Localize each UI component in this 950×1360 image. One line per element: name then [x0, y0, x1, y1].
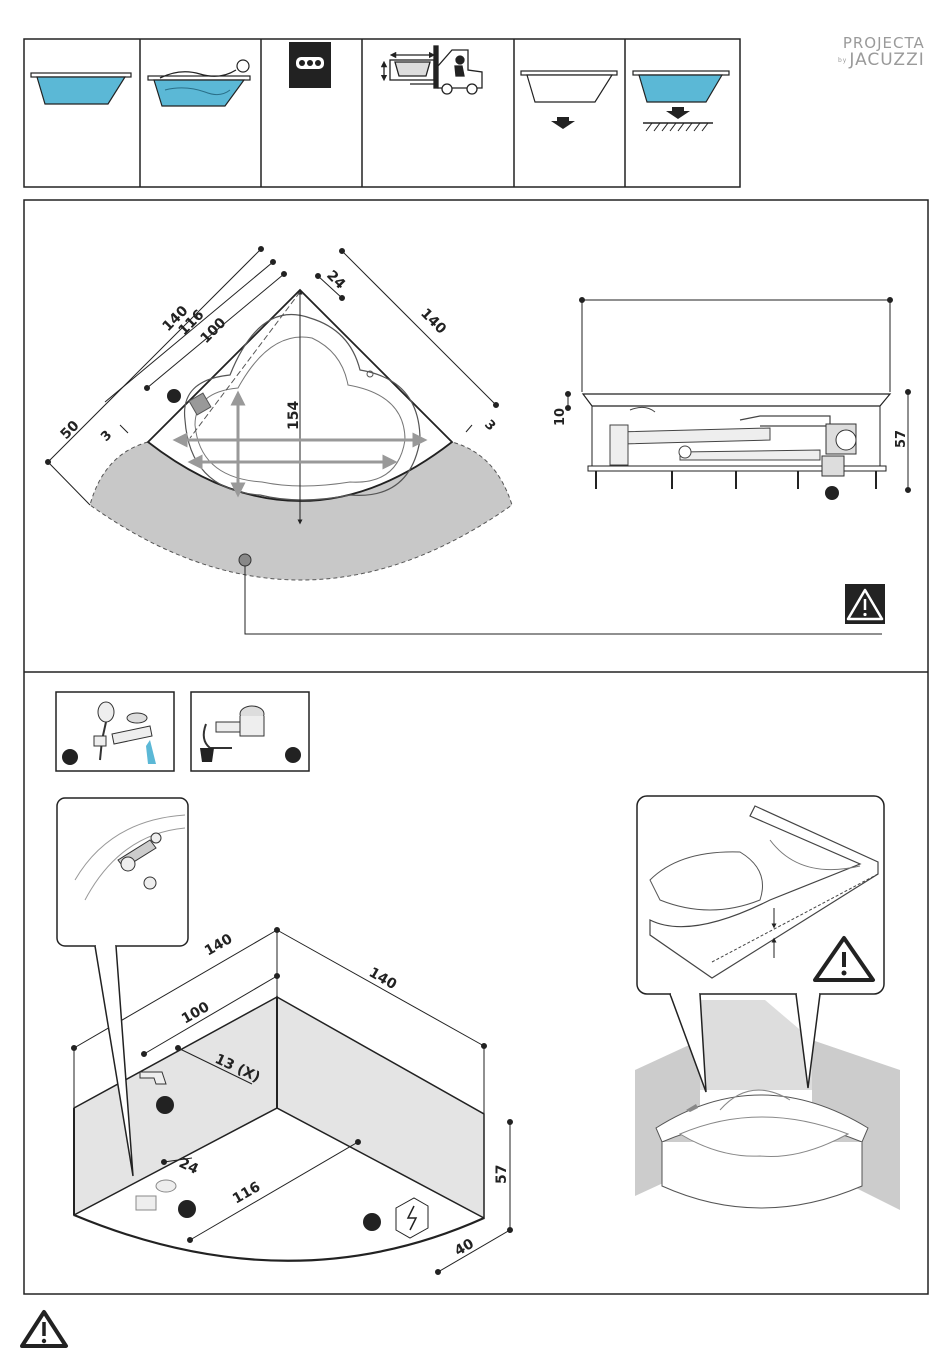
- clearance-marker-dot: [239, 554, 251, 566]
- isometric-view: 140 140 100 13 (X) 24 116 57 40: [57, 798, 513, 1275]
- plan-dim-154: 154: [286, 401, 302, 430]
- tap-shower-icon: [56, 692, 174, 771]
- bath-filled-icon: [31, 73, 131, 104]
- rim-detail-view: [635, 796, 900, 1210]
- iso-drain-marker-dot: [178, 1200, 196, 1218]
- jet-panel-icon: [289, 42, 331, 88]
- elev-dim-10: 10: [553, 408, 568, 426]
- iso-tap-marker-dot: [156, 1096, 174, 1114]
- plan-dim-140-right: 140: [417, 306, 449, 338]
- forklift-transport-icon: [384, 46, 482, 94]
- plan-dim-3-left: 3: [98, 428, 115, 445]
- plan-marker-dot: [167, 389, 181, 403]
- iso-dim-40: 40: [452, 1236, 477, 1260]
- bottom-warning-icon: [22, 1312, 66, 1346]
- iso-power-marker-dot: [363, 1213, 381, 1231]
- plan-dim-24: 24: [323, 268, 348, 293]
- iso-dim-57: 57: [494, 1165, 510, 1184]
- icon-strip: [24, 39, 740, 187]
- elevation-marker-dot: [825, 486, 839, 500]
- elevation-view: 10 57: [553, 298, 911, 501]
- plan-dim-3-right: 3: [481, 417, 498, 434]
- drain-siphon-icon: [191, 692, 309, 771]
- tap-marker-dot: [62, 749, 78, 765]
- elev-dim-57: 57: [894, 430, 909, 448]
- plan-dim-50: 50: [58, 418, 83, 443]
- bath-on-floor-icon: [633, 71, 729, 131]
- iso-dim-116: 116: [230, 1179, 263, 1207]
- iso-dim-140-a: 140: [202, 931, 236, 960]
- warning-icon: [845, 584, 885, 624]
- drain-marker-dot: [285, 747, 301, 763]
- bath-lower-icon: [521, 71, 617, 129]
- person-in-bath-icon: [148, 60, 250, 106]
